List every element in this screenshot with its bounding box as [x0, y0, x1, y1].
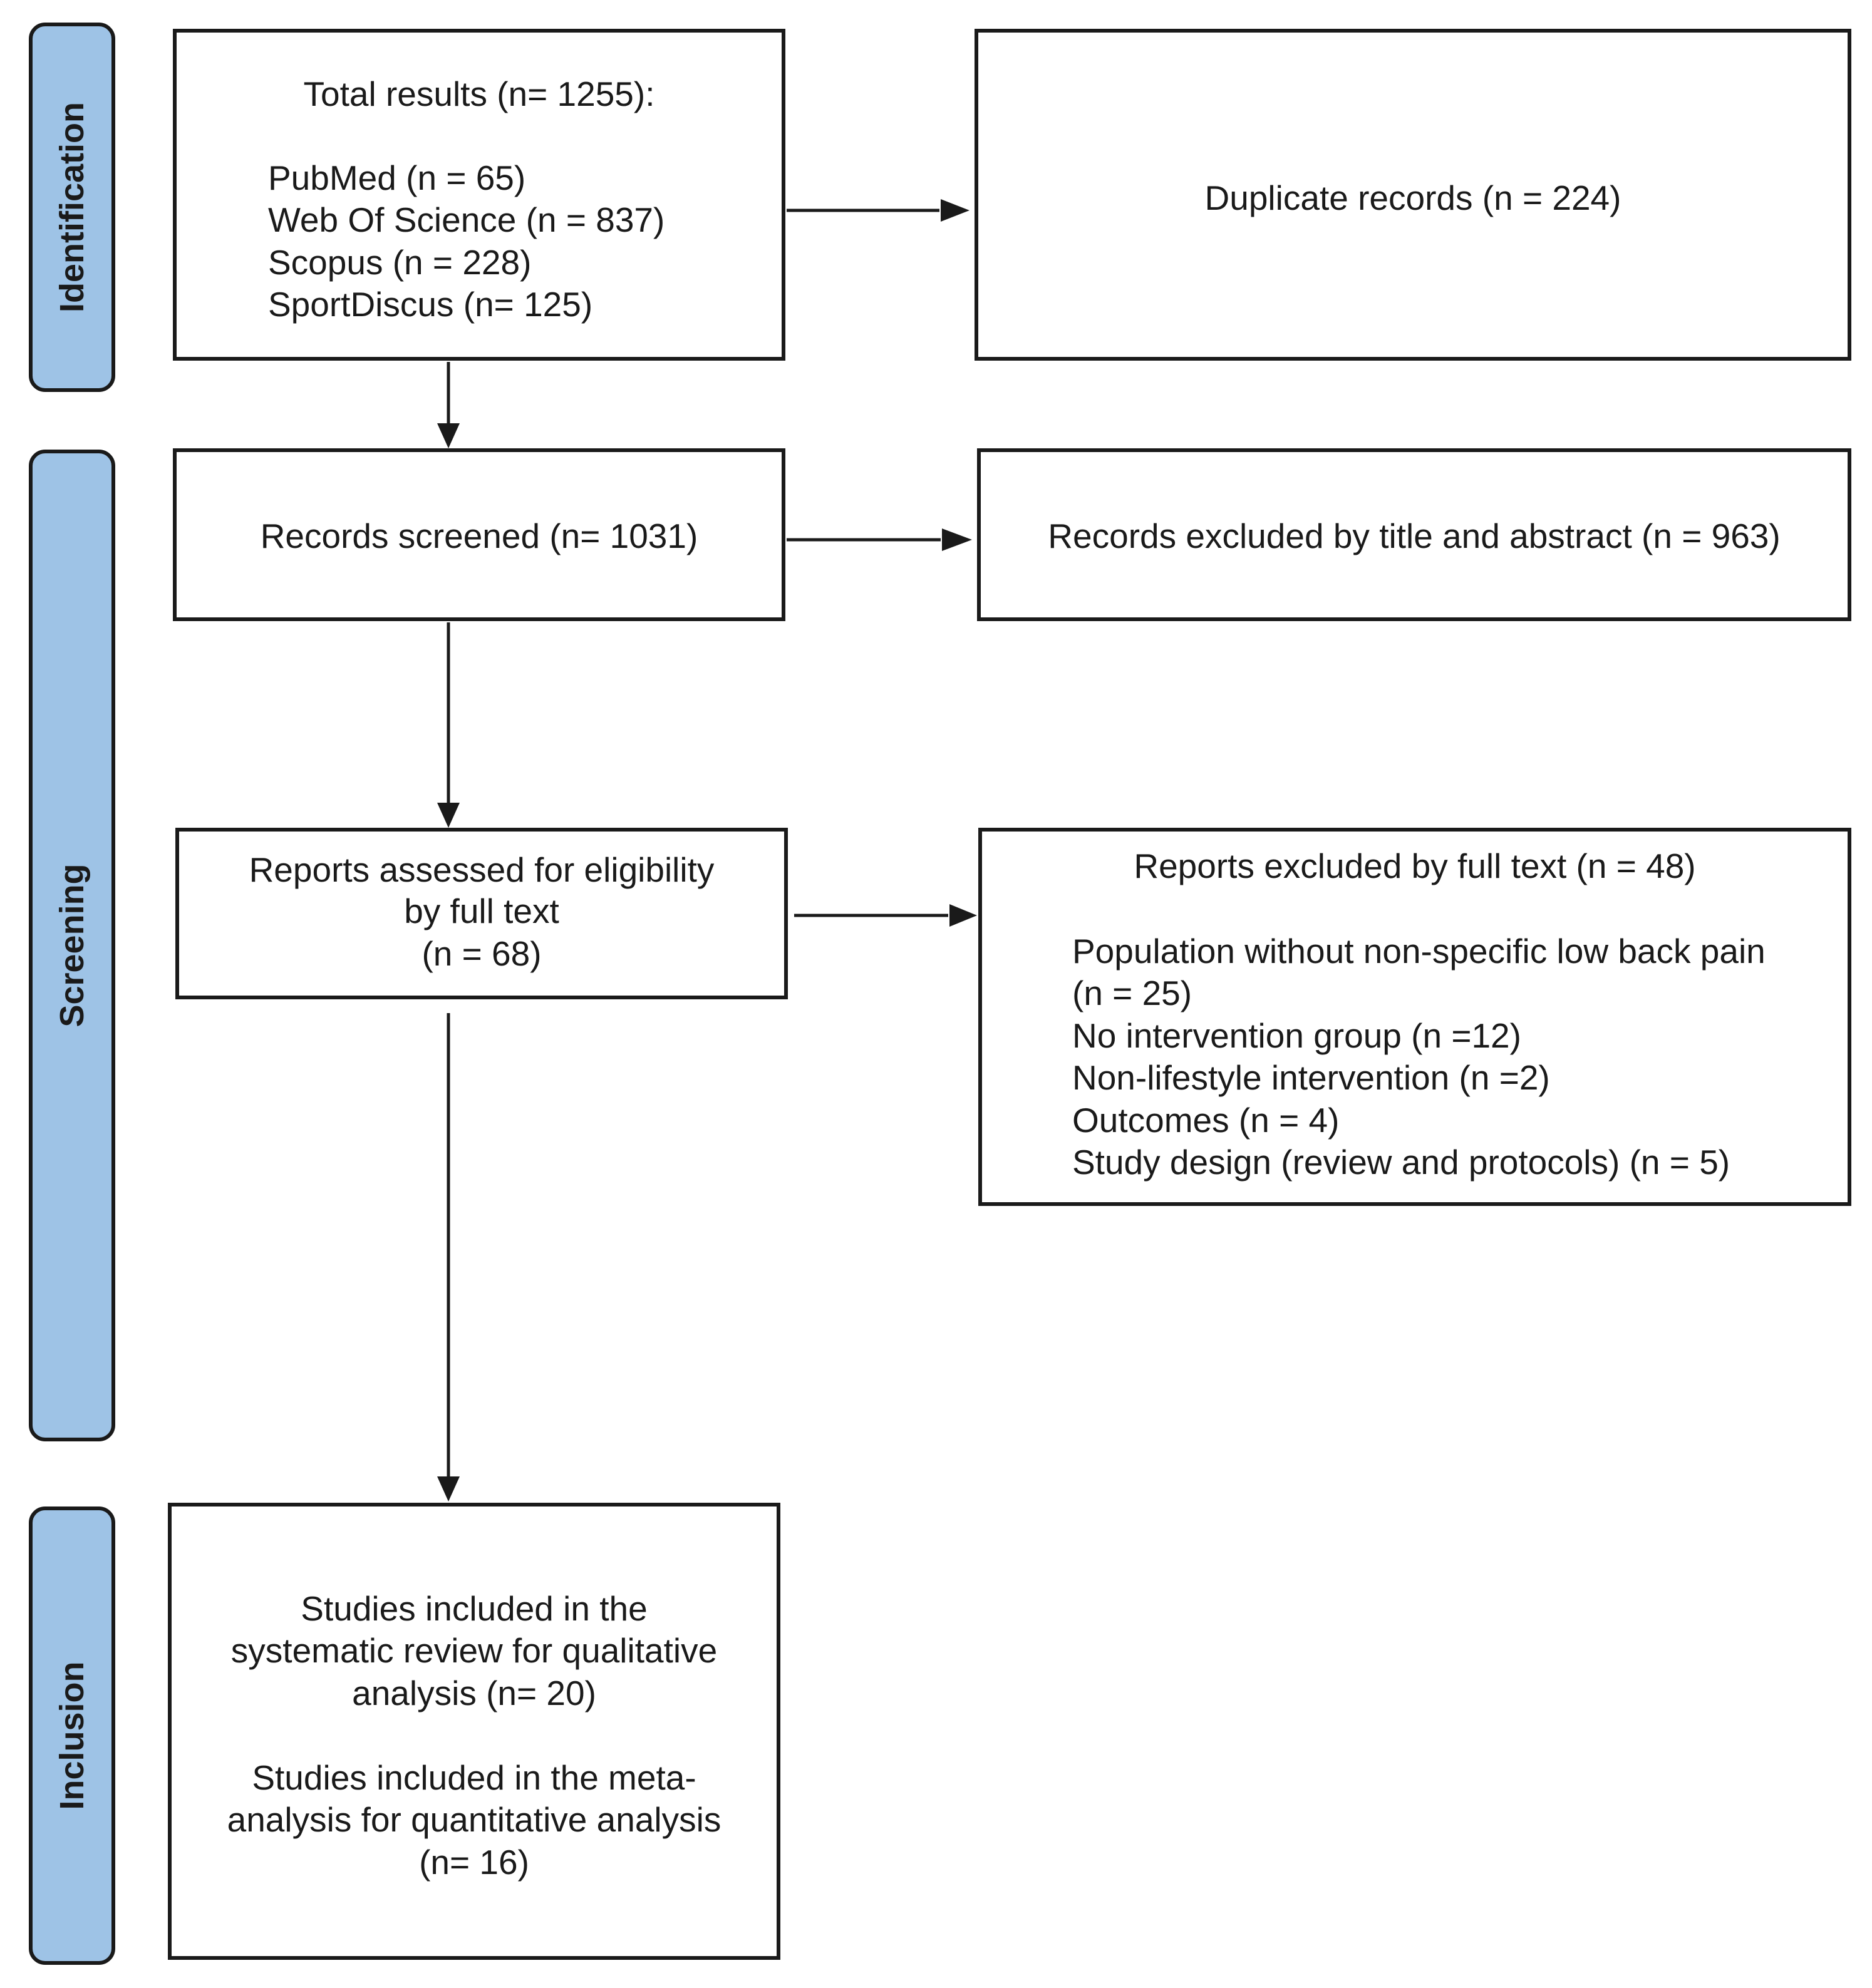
arrowhead-excluded-title — [942, 528, 972, 551]
quantitative-line-3: (n= 16) — [419, 1843, 529, 1882]
arrowhead-duplicates — [941, 199, 970, 222]
qualitative-line-2: systematic review for qualitative — [230, 1631, 718, 1670]
total-results-box: Total results (n= 1255): PubMed (n = 65)… — [173, 29, 785, 361]
phase-screening: Screening — [29, 450, 115, 1441]
total-results-title: Total results (n= 1255): — [303, 75, 655, 113]
reports-assessed-line-3: (n = 68) — [421, 934, 542, 973]
reason-population: Population without non-specific low back… — [1072, 932, 1766, 971]
reason-non-lifestyle-intervention: Non-lifestyle intervention (n =2) — [1072, 1058, 1550, 1097]
excluded-title-abstract-box: Records excluded by title and abstract (… — [977, 448, 1851, 621]
records-screened-box: Records screened (n= 1031) — [173, 448, 785, 621]
excluded-full-text-box: Reports excluded by full text (n = 48) P… — [978, 828, 1851, 1206]
excluded-title-abstract-text: Records excluded by title and abstract (… — [1048, 517, 1781, 555]
reason-population-count: (n = 25) — [1072, 974, 1192, 1012]
records-screened-text: Records screened (n= 1031) — [260, 517, 698, 555]
reason-study-design: Study design (review and protocols) (n =… — [1072, 1143, 1730, 1182]
qualitative-line-1: Studies included in the — [301, 1589, 648, 1628]
source-pubmed: PubMed (n = 65) — [268, 158, 526, 197]
reports-assessed-line-1: Reports assessed for eligibility — [249, 850, 715, 889]
reason-outcomes: Outcomes (n = 4) — [1072, 1101, 1340, 1140]
arrowhead-included — [437, 1476, 460, 1501]
arrowhead-screened — [437, 423, 460, 448]
arrowhead-excluded-full-text — [949, 904, 977, 927]
quantitative-line-1: Studies included in the meta- — [252, 1758, 696, 1797]
duplicate-records-box: Duplicate records (n = 224) — [975, 29, 1851, 361]
phase-inclusion: Inclusion — [29, 1506, 115, 1965]
source-sportdiscus: SportDiscus (n= 125) — [268, 285, 593, 324]
reports-assessed-box: Reports assessed for eligibility by full… — [175, 828, 788, 999]
phase-identification: Identification — [29, 23, 115, 392]
duplicate-records-text: Duplicate records (n = 224) — [1204, 178, 1621, 217]
studies-included-box: Studies included in the systematic revie… — [168, 1503, 780, 1960]
reports-assessed-line-2: by full text — [404, 892, 559, 930]
qualitative-line-3: analysis (n= 20) — [352, 1674, 596, 1712]
arrowhead-assessed — [437, 803, 460, 828]
excluded-full-text-title: Reports excluded by full text (n = 48) — [1134, 847, 1696, 885]
reason-no-intervention-group: No intervention group (n =12) — [1072, 1016, 1521, 1055]
quantitative-line-2: analysis for quantitative analysis — [227, 1800, 721, 1839]
source-scopus: Scopus (n = 228) — [268, 243, 532, 282]
source-web-of-science: Web Of Science (n = 837) — [268, 200, 665, 239]
